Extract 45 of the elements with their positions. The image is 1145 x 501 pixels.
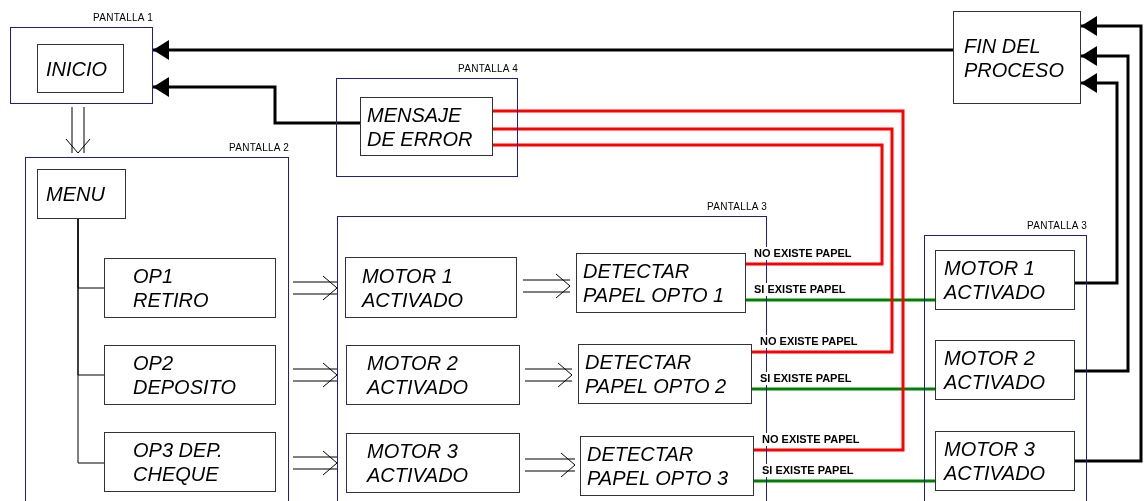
connector-line xyxy=(77,218,105,464)
process-box: MOTOR 3 ACTIVADO xyxy=(935,431,1075,491)
arrow xyxy=(153,77,360,125)
connector-line xyxy=(752,387,935,391)
screen-label: PANTALLA 3 xyxy=(1027,219,1087,233)
double-arrow xyxy=(292,275,338,301)
screen-label: PANTALLA 3 xyxy=(707,200,767,214)
process-box: MOTOR 3 ACTIVADO xyxy=(346,433,520,493)
process-box: MOTOR 1 ACTIVADO xyxy=(935,250,1075,310)
double-arrow xyxy=(524,452,576,478)
process-box: DETECTAR PAPEL OPTO 1 xyxy=(576,253,746,313)
screen-label: PANTALLA 4 xyxy=(458,62,518,76)
process-box: MOTOR 2 ACTIVADO xyxy=(935,340,1075,400)
double-arrow xyxy=(65,106,91,154)
edge-label: NO EXISTE PAPEL xyxy=(752,247,854,260)
process-box: MENU xyxy=(37,169,126,219)
connector-line xyxy=(493,109,905,452)
edge-label: NO EXISTE PAPEL xyxy=(760,433,862,446)
process-box: MOTOR 1 ACTIVADO xyxy=(345,257,517,318)
arrow xyxy=(1075,73,1119,285)
process-box: MOTOR 2 ACTIVADO xyxy=(346,345,520,405)
edge-label: NO EXISTE PAPEL xyxy=(758,335,860,348)
process-box: FIN DEL PROCESO xyxy=(953,11,1081,104)
process-box: MENSAJE DE ERROR xyxy=(360,97,493,156)
process-box: OP1 RETIRO xyxy=(104,258,276,318)
arrow xyxy=(1075,16,1143,463)
connector-line xyxy=(754,479,935,483)
process-box: INICIO xyxy=(37,44,124,93)
edge-label: SI EXISTE PAPEL xyxy=(760,464,856,477)
process-box: DETECTAR PAPEL OPTO 3 xyxy=(580,436,754,496)
process-box: DETECTAR PAPEL OPTO 2 xyxy=(578,344,752,404)
connector-line xyxy=(493,127,894,354)
double-arrow xyxy=(292,450,338,476)
edge-label: SI EXISTE PAPEL xyxy=(758,372,854,385)
arrow xyxy=(1075,46,1130,373)
double-arrow xyxy=(522,273,571,299)
process-box: OP2 DEPOSITO xyxy=(104,345,276,405)
double-arrow xyxy=(292,362,338,388)
arrow xyxy=(153,40,953,60)
screen-label: PANTALLA 1 xyxy=(93,11,153,25)
double-arrow xyxy=(524,362,573,388)
connector-line xyxy=(493,143,884,266)
process-box: OP3 DEP. CHEQUE xyxy=(104,432,276,492)
edge-label: SI EXISTE PAPEL xyxy=(752,283,848,296)
screen-label: PANTALLA 2 xyxy=(229,141,289,155)
